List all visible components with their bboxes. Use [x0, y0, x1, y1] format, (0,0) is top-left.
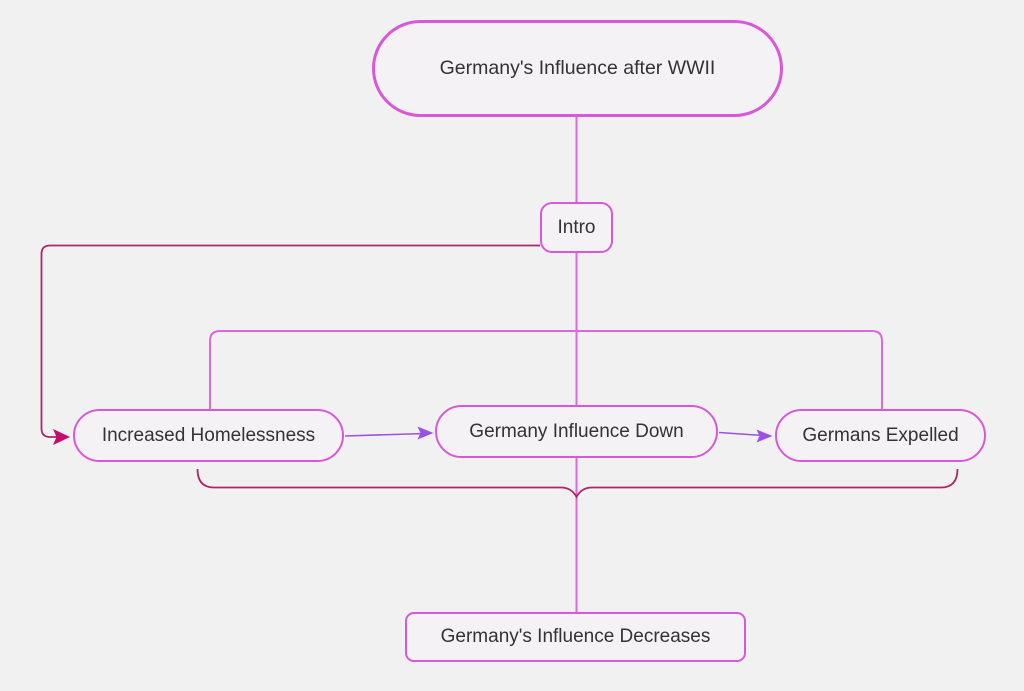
arrowhead-into-expelled	[756, 429, 773, 443]
node-germans-expelled: Germans Expelled	[775, 409, 986, 462]
node-influence-decreases-label: Germany's Influence Decreases	[440, 626, 711, 647]
node-root: Germany's Influence after WWII	[372, 20, 783, 117]
underbrace-row-to-decreases	[196, 468, 959, 499]
node-germans-expelled-label: Germans Expelled	[802, 424, 959, 446]
edge-homelessness-to-influence-down	[344, 432, 426, 437]
node-root-label: Germany's Influence after WWII	[439, 57, 716, 79]
node-germany-influence-down-label: Germany Influence Down	[469, 420, 684, 442]
edge-influence-down-to-expelled	[718, 431, 764, 437]
node-increased-homelessness: Increased Homelessness	[73, 409, 344, 462]
node-intro: Intro	[540, 202, 613, 253]
arrowhead-into-homelessness	[53, 429, 70, 445]
node-influence-decreases: Germany's Influence Decreases	[405, 612, 746, 662]
arrowhead-into-influence-down	[417, 426, 434, 440]
node-germany-influence-down: Germany Influence Down	[435, 405, 718, 458]
node-increased-homelessness-label: Increased Homelessness	[101, 424, 316, 446]
edge-branch-bracket	[209, 330, 883, 409]
node-intro-label: Intro	[557, 216, 596, 238]
